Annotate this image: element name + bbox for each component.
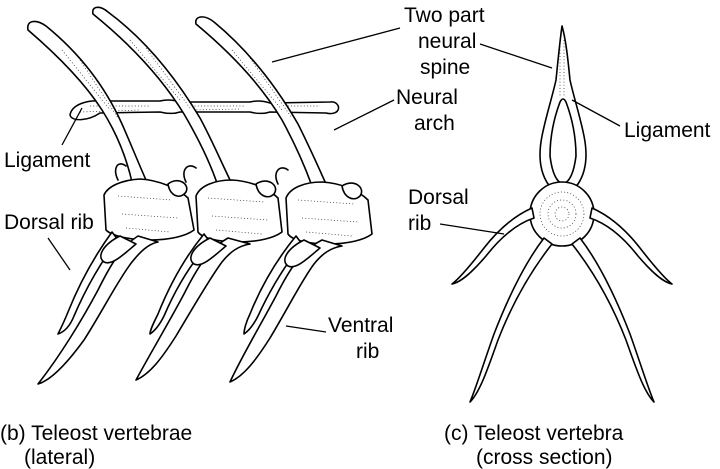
label-two-part-neural-spine-line1: Two part: [404, 4, 485, 27]
label-neural-arch-line1: Neural: [396, 86, 458, 109]
leader-neural-arch: [333, 99, 395, 131]
label-ligament-left: Ligament: [4, 149, 91, 172]
leader-spine-right: [479, 43, 553, 69]
leader-ligament-left: [61, 107, 83, 146]
captions: (b) Teleost vertebrae (lateral) (c) Tele…: [0, 422, 624, 469]
neural-spine: [91, 6, 233, 187]
label-two-part-neural-spine-line2: neural: [418, 30, 476, 53]
leader-dorsal-rib-left: [47, 237, 71, 271]
centrum: [195, 179, 283, 243]
label-ventral-rib-line2: rib: [356, 340, 379, 363]
cross-centrum: [529, 181, 595, 247]
label-dorsal-rib-right-line2: rib: [408, 212, 431, 235]
label-ligament-right: Ligament: [624, 119, 711, 142]
vertebra-3: [194, 16, 373, 383]
caption-cross-line2: (cross section): [476, 446, 613, 469]
caption-lateral-line1: (b) Teleost vertebrae: [0, 422, 192, 445]
labels: Two part neural spine Neural arch Ligame…: [4, 4, 711, 363]
leader-dorsal-rib-right: [439, 223, 505, 235]
ventral-rib: [135, 237, 251, 381]
leader-ventral-rib: [285, 325, 327, 333]
cross-dorsal-rib-right: [589, 207, 673, 285]
cross-ventral-rib-right: [571, 237, 655, 403]
leader-two-part-neural-spine: [271, 27, 401, 63]
label-dorsal-rib-right-line1: Dorsal: [408, 186, 469, 209]
centrum: [103, 178, 195, 241]
label-two-part-neural-spine-line3: spine: [420, 56, 470, 79]
ventral-rib: [229, 239, 343, 383]
label-dorsal-rib-left: Dorsal rib: [4, 211, 94, 234]
label-neural-arch-line2: arch: [414, 112, 455, 135]
caption-lateral-line2: (lateral): [24, 446, 95, 469]
vertebra-1: [26, 20, 195, 385]
label-ventral-rib-line1: Ventral: [328, 314, 393, 337]
neural-spine: [194, 16, 327, 187]
neural-spine: [26, 20, 147, 183]
cross-neural-arch-inner: [549, 98, 577, 185]
ventral-rib: [37, 235, 159, 385]
cross-section-view: [439, 25, 673, 403]
cross-dorsal-rib-left: [451, 207, 535, 285]
vertebra-2: [91, 6, 283, 381]
leader-ligament-right: [571, 99, 621, 127]
lateral-view: [26, 6, 401, 385]
caption-cross-line1: (c) Teleost vertebra: [444, 422, 624, 445]
cross-ventral-rib-left: [469, 237, 553, 403]
